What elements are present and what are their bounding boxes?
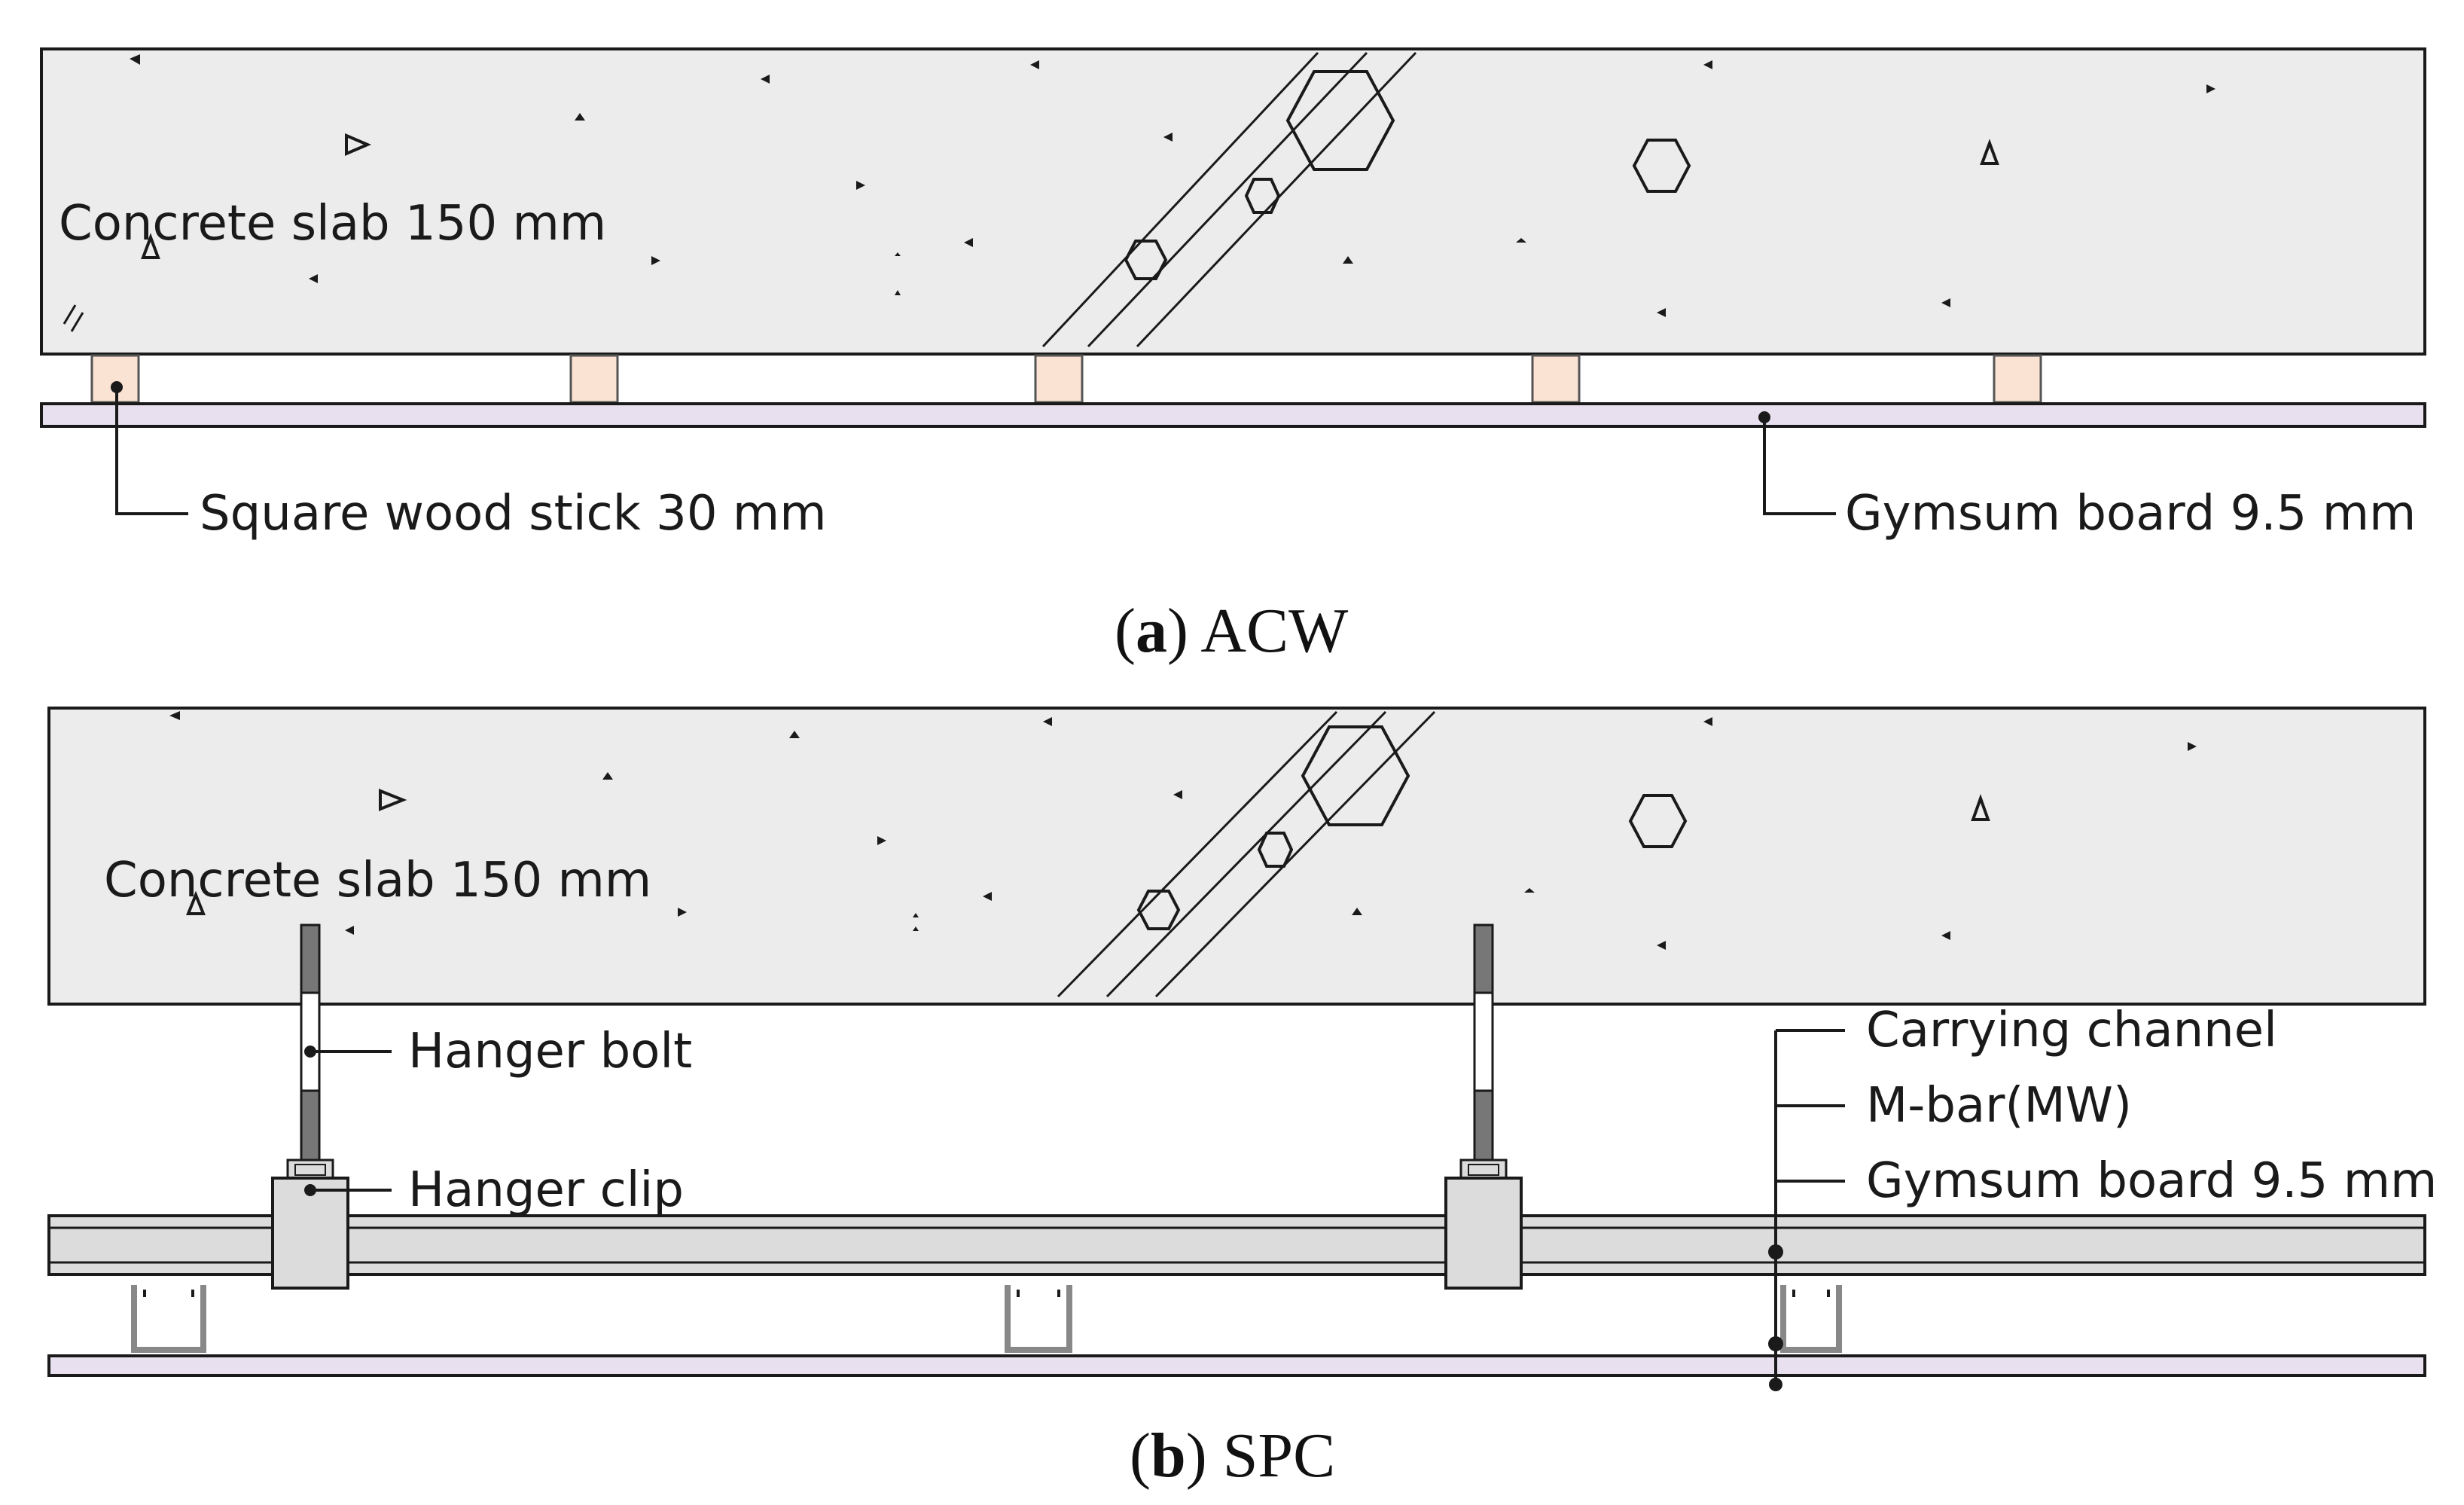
hanger-bolt-right: [1473, 923, 1494, 1165]
stick-label: Square wood stick 30 mm: [200, 486, 827, 542]
m-bar: [1780, 1285, 1842, 1353]
aggregate-hexagon: [1301, 725, 1410, 826]
caption-b-letter: b: [1151, 1421, 1186, 1491]
hanger-bolt-leader: [304, 1046, 392, 1058]
aggregate-hexagon: [1628, 794, 1688, 848]
m-bar-label: M-bar(MW): [1866, 1078, 2132, 1134]
aggregate-outline-triangle: [1971, 794, 1990, 821]
caption-a-letter: a: [1136, 596, 1167, 666]
hanger-clip-label: Hanger clip: [408, 1162, 684, 1218]
aggregate-hexagon: [1244, 178, 1281, 214]
aggregate-outline-triangle: [141, 233, 160, 259]
caption-b-text: SPC: [1223, 1421, 1335, 1491]
slab-label-a: Concrete slab 150 mm: [59, 196, 606, 252]
carrying-channel-label: Carrying channel: [1866, 1003, 2277, 1058]
aggregate-hexagon: [1257, 832, 1294, 868]
aggregate-hexagon: [1136, 890, 1181, 930]
aggregate-outline-triangle: [1980, 139, 1999, 165]
aggregate-outline-triangle: [379, 789, 407, 811]
slab-label-b: Concrete slab 150 mm: [104, 853, 651, 908]
aggregate-hexagon: [1285, 70, 1395, 171]
gypsum-board-a: [40, 402, 2426, 428]
stick-leader: [111, 381, 188, 515]
hanger-clip-left: [271, 1159, 349, 1290]
aggregate-specks-b: [169, 711, 2197, 950]
right-leader-tree: [1768, 1029, 1845, 1391]
aggregate-hexagon: [1124, 240, 1168, 280]
hanger-bolt-label: Hanger bolt: [408, 1024, 692, 1079]
caption-a: (a) ACW: [1115, 596, 1349, 666]
board-leader-a: [1758, 411, 1836, 515]
aggregate-outline-triangle: [186, 890, 206, 915]
wood-stick: [90, 354, 140, 404]
wood-sticks: [90, 354, 2042, 404]
wood-stick: [1034, 354, 1084, 404]
hanger-clip-right: [1444, 1159, 1523, 1290]
board-label-b: Gymsum board 9.5 mm: [1866, 1153, 2437, 1209]
aggregate-outline-triangle: [345, 133, 372, 157]
concrete-slab-a: [40, 47, 2426, 356]
wood-stick: [1531, 354, 1581, 404]
gypsum-board-b: [47, 1354, 2426, 1377]
aggregate-specks-a: [130, 54, 2215, 317]
hanger-bolt-left: [300, 923, 321, 1165]
m-bar: [131, 1285, 206, 1353]
wood-stick: [569, 354, 619, 404]
wood-stick: [1993, 354, 2042, 404]
board-label-a: Gymsum board 9.5 mm: [1845, 486, 2416, 542]
caption-b: (b) SPC: [1130, 1421, 1335, 1491]
panel-a: Concrete slab 150 mm Square wood stick 3…: [40, 47, 2426, 666]
conduit-pipes-b: [1057, 710, 1436, 998]
hanger-clip-leader: [304, 1184, 392, 1196]
carrying-channel: [47, 1214, 2426, 1276]
concrete-slab-b: [47, 707, 2426, 1006]
m-bar: [1005, 1285, 1072, 1353]
aggregate-hexagon: [1632, 139, 1691, 193]
caption-a-text: ACW: [1200, 596, 1349, 666]
m-bars: [131, 1285, 1842, 1353]
panel-b: Concrete slab 150 mm: [47, 707, 2437, 1491]
